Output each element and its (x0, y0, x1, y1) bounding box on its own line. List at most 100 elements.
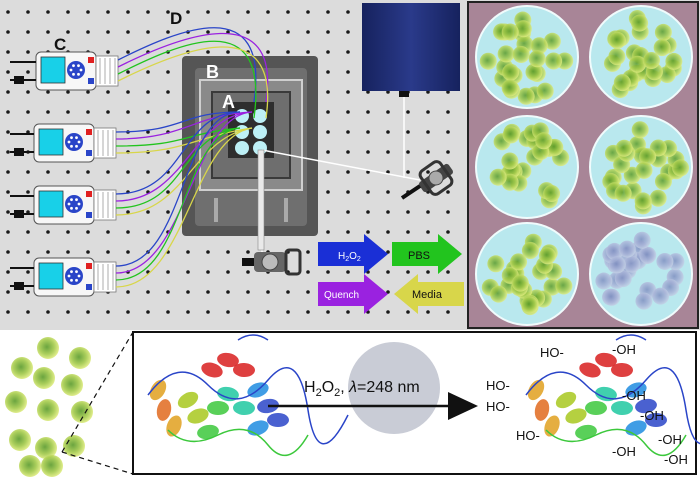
cell (656, 252, 674, 270)
cell (635, 292, 653, 310)
cell (642, 51, 660, 69)
breadboard-hole (46, 30, 50, 34)
breadboard-hole (166, 190, 170, 194)
breadboard-hole (366, 170, 370, 174)
breadboard-hole (446, 150, 450, 154)
breadboard-hole (126, 90, 130, 94)
breadboard-hole (66, 90, 70, 94)
breadboard-hole (346, 130, 350, 134)
cell (497, 45, 515, 63)
protein-helix (595, 386, 617, 402)
breadboard-hole (6, 110, 10, 114)
breadboard-hole (446, 210, 450, 214)
protein-helix (207, 401, 229, 415)
breadboard-hole (426, 130, 430, 134)
breadboard-hole (446, 90, 450, 94)
tubing-lines (115, 27, 269, 288)
hydroxyl-label: -OH (640, 408, 664, 423)
cell (613, 74, 631, 92)
breadboard-hole (126, 50, 130, 54)
breadboard-hole (166, 110, 170, 114)
cell (487, 255, 505, 273)
breadboard-hole (426, 210, 430, 214)
protein-helix (201, 362, 223, 378)
cell (653, 39, 671, 57)
breadboard-hole (26, 50, 30, 54)
breadboard-hole (226, 10, 230, 14)
breadboard-hole (206, 50, 210, 54)
breadboard-hole (326, 30, 330, 34)
breadboard-hole (346, 90, 350, 94)
breadboard-hole (126, 250, 130, 254)
cell (545, 52, 563, 70)
cell (69, 347, 91, 369)
breadboard-hole (166, 210, 170, 214)
breadboard-hole (26, 90, 30, 94)
breadboard-hole (226, 250, 230, 254)
cell (654, 173, 672, 191)
tube (117, 40, 257, 119)
breadboard-hole (246, 10, 250, 14)
breadboard-hole (46, 250, 50, 254)
cell (525, 63, 543, 81)
breadboard-hole (386, 190, 390, 194)
breadboard-hole (6, 170, 10, 174)
cell (510, 253, 528, 271)
protein-helix (534, 399, 550, 421)
breadboard-hole (286, 310, 290, 314)
svg-text:H2O2: H2O2 (338, 251, 361, 263)
breadboard-hole (166, 270, 170, 274)
cell (603, 288, 621, 306)
breadboard-hole (6, 90, 10, 94)
breadboard-hole (126, 70, 130, 74)
breadboard-hole (26, 210, 30, 214)
breadboard-hole (66, 10, 70, 14)
breadboard-hole (326, 190, 330, 194)
breadboard-hole (206, 270, 210, 274)
arrow-media: Media (394, 274, 464, 314)
breadboard-hole (266, 290, 270, 294)
breadboard-hole (146, 110, 150, 114)
breadboard-hole (166, 150, 170, 154)
breadboard-hole (46, 230, 50, 234)
hydroxyl-label: HO- (486, 399, 510, 414)
zoom-line-bottom (61, 451, 134, 475)
breadboard-hole (346, 310, 350, 314)
cell (521, 242, 539, 260)
cell (501, 79, 519, 97)
breadboard-hole (346, 50, 350, 54)
well (589, 222, 693, 326)
cell (502, 126, 520, 144)
fiber-down (257, 149, 265, 251)
protein-loop (545, 428, 687, 457)
breadboard-hole (66, 110, 70, 114)
label-A: A (222, 92, 235, 112)
breadboard-hole (286, 50, 290, 54)
breadboard-hole (346, 170, 350, 174)
breadboard-hole (326, 270, 330, 274)
breadboard-hole (426, 230, 430, 234)
tube (115, 111, 241, 267)
breadboard-hole (306, 290, 310, 294)
breadboard-hole (366, 190, 370, 194)
breadboard-hole (426, 170, 430, 174)
cell (19, 455, 41, 477)
breadboard-hole (386, 210, 390, 214)
breadboard-hole (446, 190, 450, 194)
breadboard-hole (26, 30, 30, 34)
label-B: B (206, 62, 219, 82)
breadboard-hole (146, 70, 150, 74)
breadboard-hole (306, 50, 310, 54)
breadboard-hole (86, 90, 90, 94)
breadboard-hole (6, 130, 10, 134)
breadboard-hole (86, 250, 90, 254)
breadboard-hole (226, 270, 230, 274)
breadboard-hole (126, 290, 130, 294)
well (475, 5, 579, 109)
breadboard-hole (286, 30, 290, 34)
breadboard-hole (366, 130, 370, 134)
breadboard-hole (406, 270, 410, 274)
hydroxyl-label: -OH (664, 452, 688, 467)
